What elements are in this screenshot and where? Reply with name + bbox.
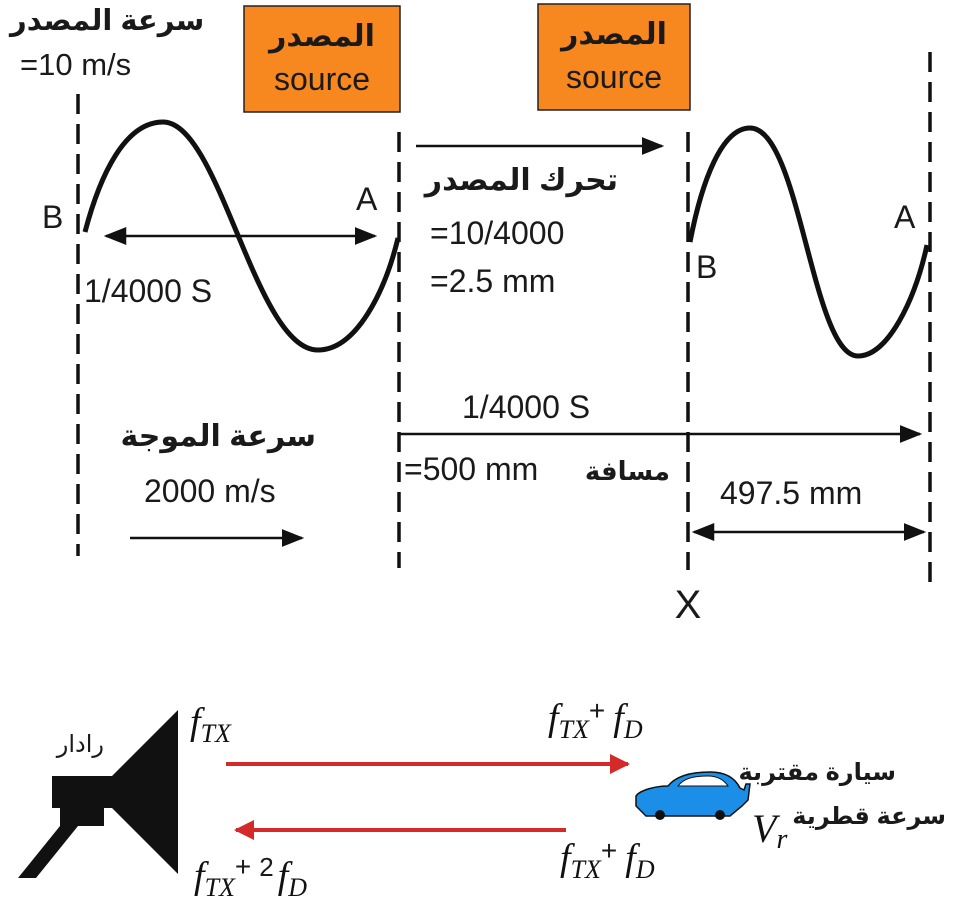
car-label-radial-speed: سرعة قطرية [792,803,946,830]
source-speed-arabic: سرعة المصدر [8,5,204,37]
source-speed-value: =10 m/s [20,47,131,82]
distance-arabic: مسافة [585,456,670,486]
period-label-1: 1/4000 S [84,273,212,309]
reflected-freq-label: fTX+fD [560,835,655,884]
wave-1-label-b: B [42,199,63,235]
wave-1-label-a: A [356,181,378,217]
car-icon [635,771,751,820]
wavelength-value: 497.5 mm [720,475,862,511]
period-label-2: 1/4000 S [462,389,590,425]
wave-speed-arabic: سرعة الموجة [121,420,316,453]
wave-2 [687,125,930,359]
vr-label: Vr [752,806,787,855]
wave-2-label-a: A [894,199,916,235]
received-freq-label: fTX+fD [548,695,643,744]
source-box-2-english: source [566,59,662,95]
source-box-2-arabic: المصدر [559,18,667,51]
source-box-1: المصدر source [243,5,401,113]
source-move-calc: =10/4000 [430,215,564,251]
source-box-2: المصدر source [537,3,691,111]
source-box-1-english: source [274,61,370,97]
car-label-approaching: سيارة مقتربة [739,759,897,786]
radar-label-arabic: رادار [56,731,104,758]
source-box-1-arabic: المصدر [267,20,375,53]
source-move-arabic: تحرك المصدر [423,164,618,197]
wave-2-label-b: B [696,249,717,285]
observer-x: X [675,583,702,627]
radar-icon [18,710,178,878]
source-move-result: =2.5 mm [430,263,555,299]
wave-speed-value: 2000 m/s [144,473,276,509]
distance-value: =500 mm [404,451,538,487]
f-tx-label: fTX [190,701,232,748]
